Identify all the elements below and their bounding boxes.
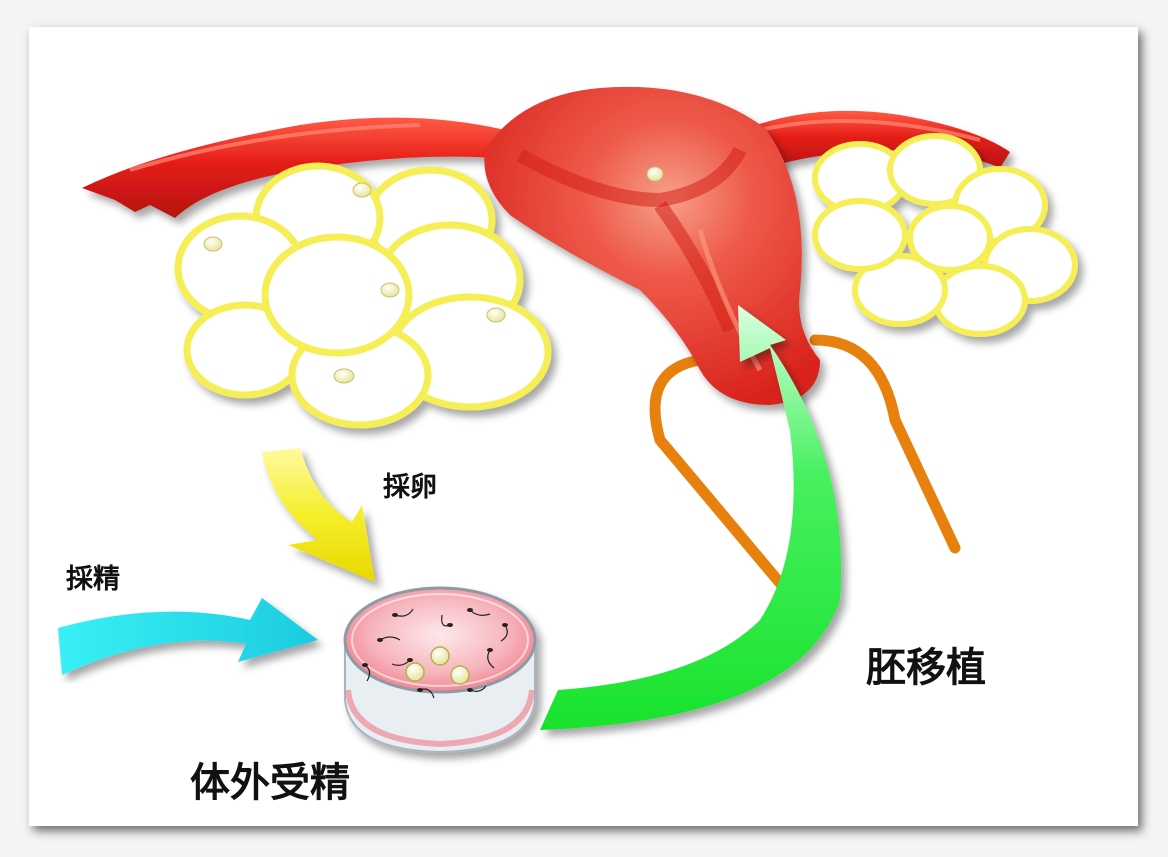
left-ovary-follicles <box>174 162 552 429</box>
retrieved-eggs <box>203 182 506 384</box>
right-ovary-follicles <box>812 133 1078 337</box>
sperm-collection-arrow <box>58 598 318 675</box>
vagina-outline <box>649 334 961 601</box>
sperm-collection-label: 採精 <box>66 564 120 595</box>
egg-retrieval-label: 採卵 <box>383 472 437 503</box>
in-vitro-fertilization-label: 体外受精 <box>190 760 350 806</box>
embryo-in-uterus <box>646 166 664 182</box>
egg-retrieval-arrow <box>262 448 375 582</box>
right-fallopian-tube <box>720 110 1010 170</box>
petri-dish <box>343 586 537 754</box>
eggs-in-dish <box>405 646 470 685</box>
sperm-heads <box>362 608 508 692</box>
embryo-transfer-label: 胚移植 <box>866 645 986 691</box>
embryo-transfer-arrow <box>540 305 842 730</box>
